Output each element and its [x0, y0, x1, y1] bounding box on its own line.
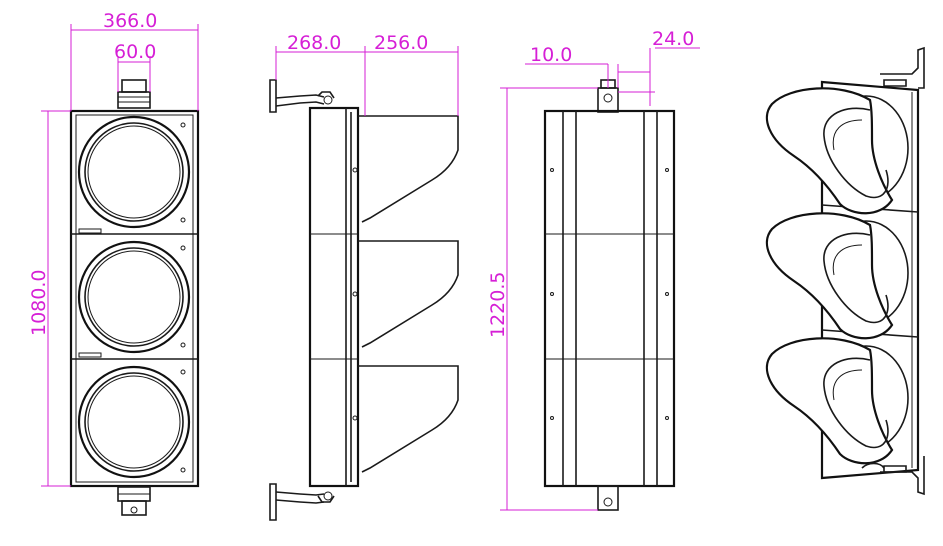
- front-housing: [69, 109, 200, 488]
- front-lamp-middle: [77, 240, 191, 354]
- front-view: [69, 79, 200, 516]
- dimension-back-height: 1220.5: [487, 87, 598, 511]
- front-mount-label: 60.0: [114, 41, 156, 63]
- dimension-front-mount: 60.0: [114, 41, 156, 92]
- front-width-label: 366.0: [103, 10, 157, 32]
- front-top-mount-cap: [121, 79, 147, 93]
- dimension-front-width: 366.0: [70, 10, 199, 111]
- persp-top-bracket: [880, 46, 925, 89]
- side-visor-bottom: [358, 365, 459, 473]
- back-height-label: 1220.5: [487, 272, 509, 338]
- back-bottom-mount: [597, 485, 619, 511]
- side-top-bracket-plate: [269, 79, 277, 113]
- back-offset-b-label: 24.0: [652, 28, 694, 50]
- side-depth-body-label: 268.0: [287, 32, 341, 54]
- persp-visor-middle: [765, 212, 894, 340]
- side-housing: [308, 106, 360, 488]
- back-view: [543, 79, 676, 511]
- dimension-side-depth: 268.0 256.0: [275, 32, 459, 116]
- front-height-label: 1080.0: [28, 270, 50, 336]
- side-visor-middle: [358, 240, 459, 348]
- persp-visor-bottom: [765, 337, 894, 465]
- dimension-front-height: 1080.0: [28, 110, 71, 487]
- side-view: [269, 79, 459, 521]
- front-lamp-bottom: [77, 365, 191, 479]
- dimension-back-offsets: 10.0 24.0: [525, 28, 700, 106]
- perspective-view: [765, 46, 925, 496]
- side-depth-visor-label: 256.0: [374, 32, 428, 54]
- front-lamp-top: [77, 115, 191, 229]
- back-housing: [543, 109, 676, 488]
- back-offset-a-label: 10.0: [530, 44, 572, 66]
- side-visor-top: [358, 115, 459, 223]
- side-bottom-bracket-plate: [269, 483, 277, 521]
- persp-visor-top: [765, 87, 894, 215]
- front-top-mount: [117, 91, 151, 109]
- back-top-mount: [597, 87, 619, 113]
